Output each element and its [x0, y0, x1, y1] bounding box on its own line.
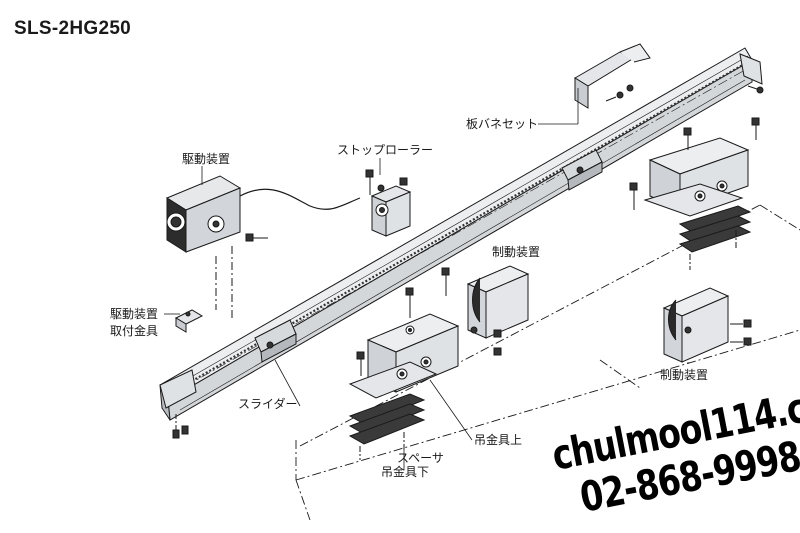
label-hanger-lower: 吊金具下 [381, 465, 430, 479]
rail-bottom-bolts [172, 414, 189, 439]
label-brake-unit-right: 制動装置 [660, 368, 709, 382]
brake-unit-right [662, 287, 752, 363]
stop-roller [365, 169, 412, 237]
leader-lines [164, 88, 689, 470]
hanger-assembly-right [629, 117, 760, 270]
label-brake-unit-center: 制動装置 [492, 245, 541, 259]
label-drive-mount-1: 駆動装置 [110, 307, 159, 321]
main-rail [159, 47, 763, 421]
label-drive-unit: 駆動装置 [182, 152, 231, 166]
label-hanger-upper: 吊金具上 [474, 433, 523, 447]
drive-unit [165, 175, 361, 320]
model-title: SLS-2HG250 [14, 18, 132, 39]
label-drive-mount-2: 取付金具 [110, 324, 159, 338]
slider-right [561, 149, 603, 191]
label-plate-spring-set: 板バネセット [466, 117, 539, 131]
hanger-assembly-center [348, 267, 460, 460]
label-spacer: スペーサ [397, 451, 444, 465]
brake-unit-center [466, 265, 530, 356]
label-stop-roller: ストップローラー [337, 143, 434, 157]
label-slider: スライダー [238, 397, 298, 411]
drive-mount-bracket [174, 309, 204, 333]
slider-left [254, 319, 297, 363]
